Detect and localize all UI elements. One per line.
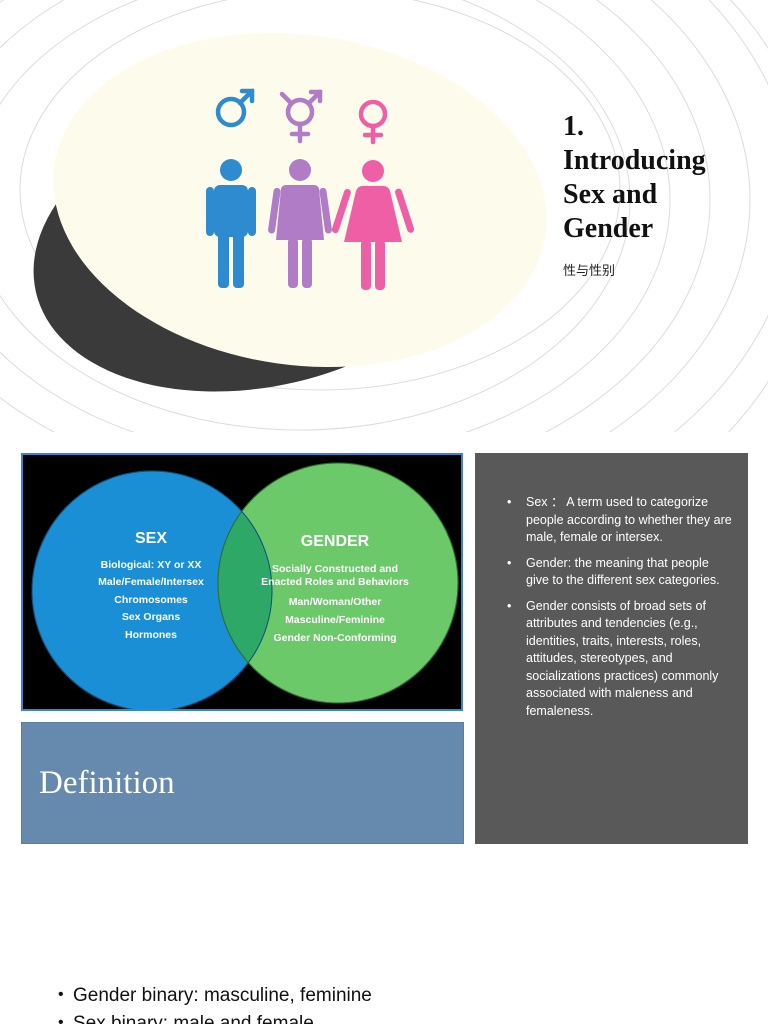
title-slide: 1. Introducing Sex and Gender 性与性别 (0, 0, 768, 432)
sex-line: Hormones (125, 629, 177, 641)
sex-line: Biological: XY or XX (101, 559, 202, 571)
bullet-list: Sex ： A term used to categorize people a… (505, 494, 734, 720)
gender-line: Man/Woman/Other (289, 596, 382, 608)
female-figure-icon (331, 160, 415, 290)
binary-slide: Gender binary: masculine, feminine Sex b… (0, 866, 768, 1024)
bullet-item: Sex binary: male and female (58, 1009, 372, 1024)
binary-bullet-list: Gender binary: masculine, feminine Sex b… (58, 981, 372, 1024)
gender-line: Enacted Roles and Behaviors (261, 576, 409, 588)
definition-title-box: Definition (21, 722, 464, 844)
gender-line: Socially Constructed and (272, 563, 398, 575)
title-block: 1. Introducing Sex and Gender 性与性别 (563, 110, 763, 279)
female-symbol-icon (358, 99, 388, 145)
bullet-item: Gender: the meaning that people give to … (505, 555, 734, 590)
definition-slide: SEX Biological: XY or XX Male/Female/Int… (0, 440, 768, 858)
transgender-symbol-icon (279, 89, 323, 144)
male-symbol-icon (215, 88, 255, 128)
sex-title: SEX (135, 530, 167, 547)
sex-line: Chromosomes (114, 594, 188, 606)
sex-line: Male/Female/Intersex (98, 576, 204, 588)
gender-title: GENDER (301, 533, 370, 550)
slide-title: 1. Introducing Sex and Gender (563, 111, 706, 244)
decorative-background (0, 0, 768, 432)
male-figure-icon (206, 159, 256, 288)
venn-diagram: SEX Biological: XY or XX Male/Female/Int… (21, 453, 463, 711)
definition-title: Definition (39, 765, 175, 801)
bullet-item: Gender consists of broad sets of attribu… (505, 598, 734, 721)
gender-line: Masculine/Feminine (285, 614, 385, 626)
bullet-item: Gender binary: masculine, feminine (58, 981, 372, 1010)
androgynous-figure-icon (268, 159, 332, 288)
definition-bullets-panel: Sex ： A term used to categorize people a… (475, 453, 748, 844)
gender-line: Gender Non-Conforming (273, 632, 396, 644)
slide-subtitle: 性与性别 (563, 264, 616, 279)
bullet-item: Sex ： A term used to categorize people a… (505, 494, 734, 547)
sex-line: Sex Organs (122, 611, 181, 623)
